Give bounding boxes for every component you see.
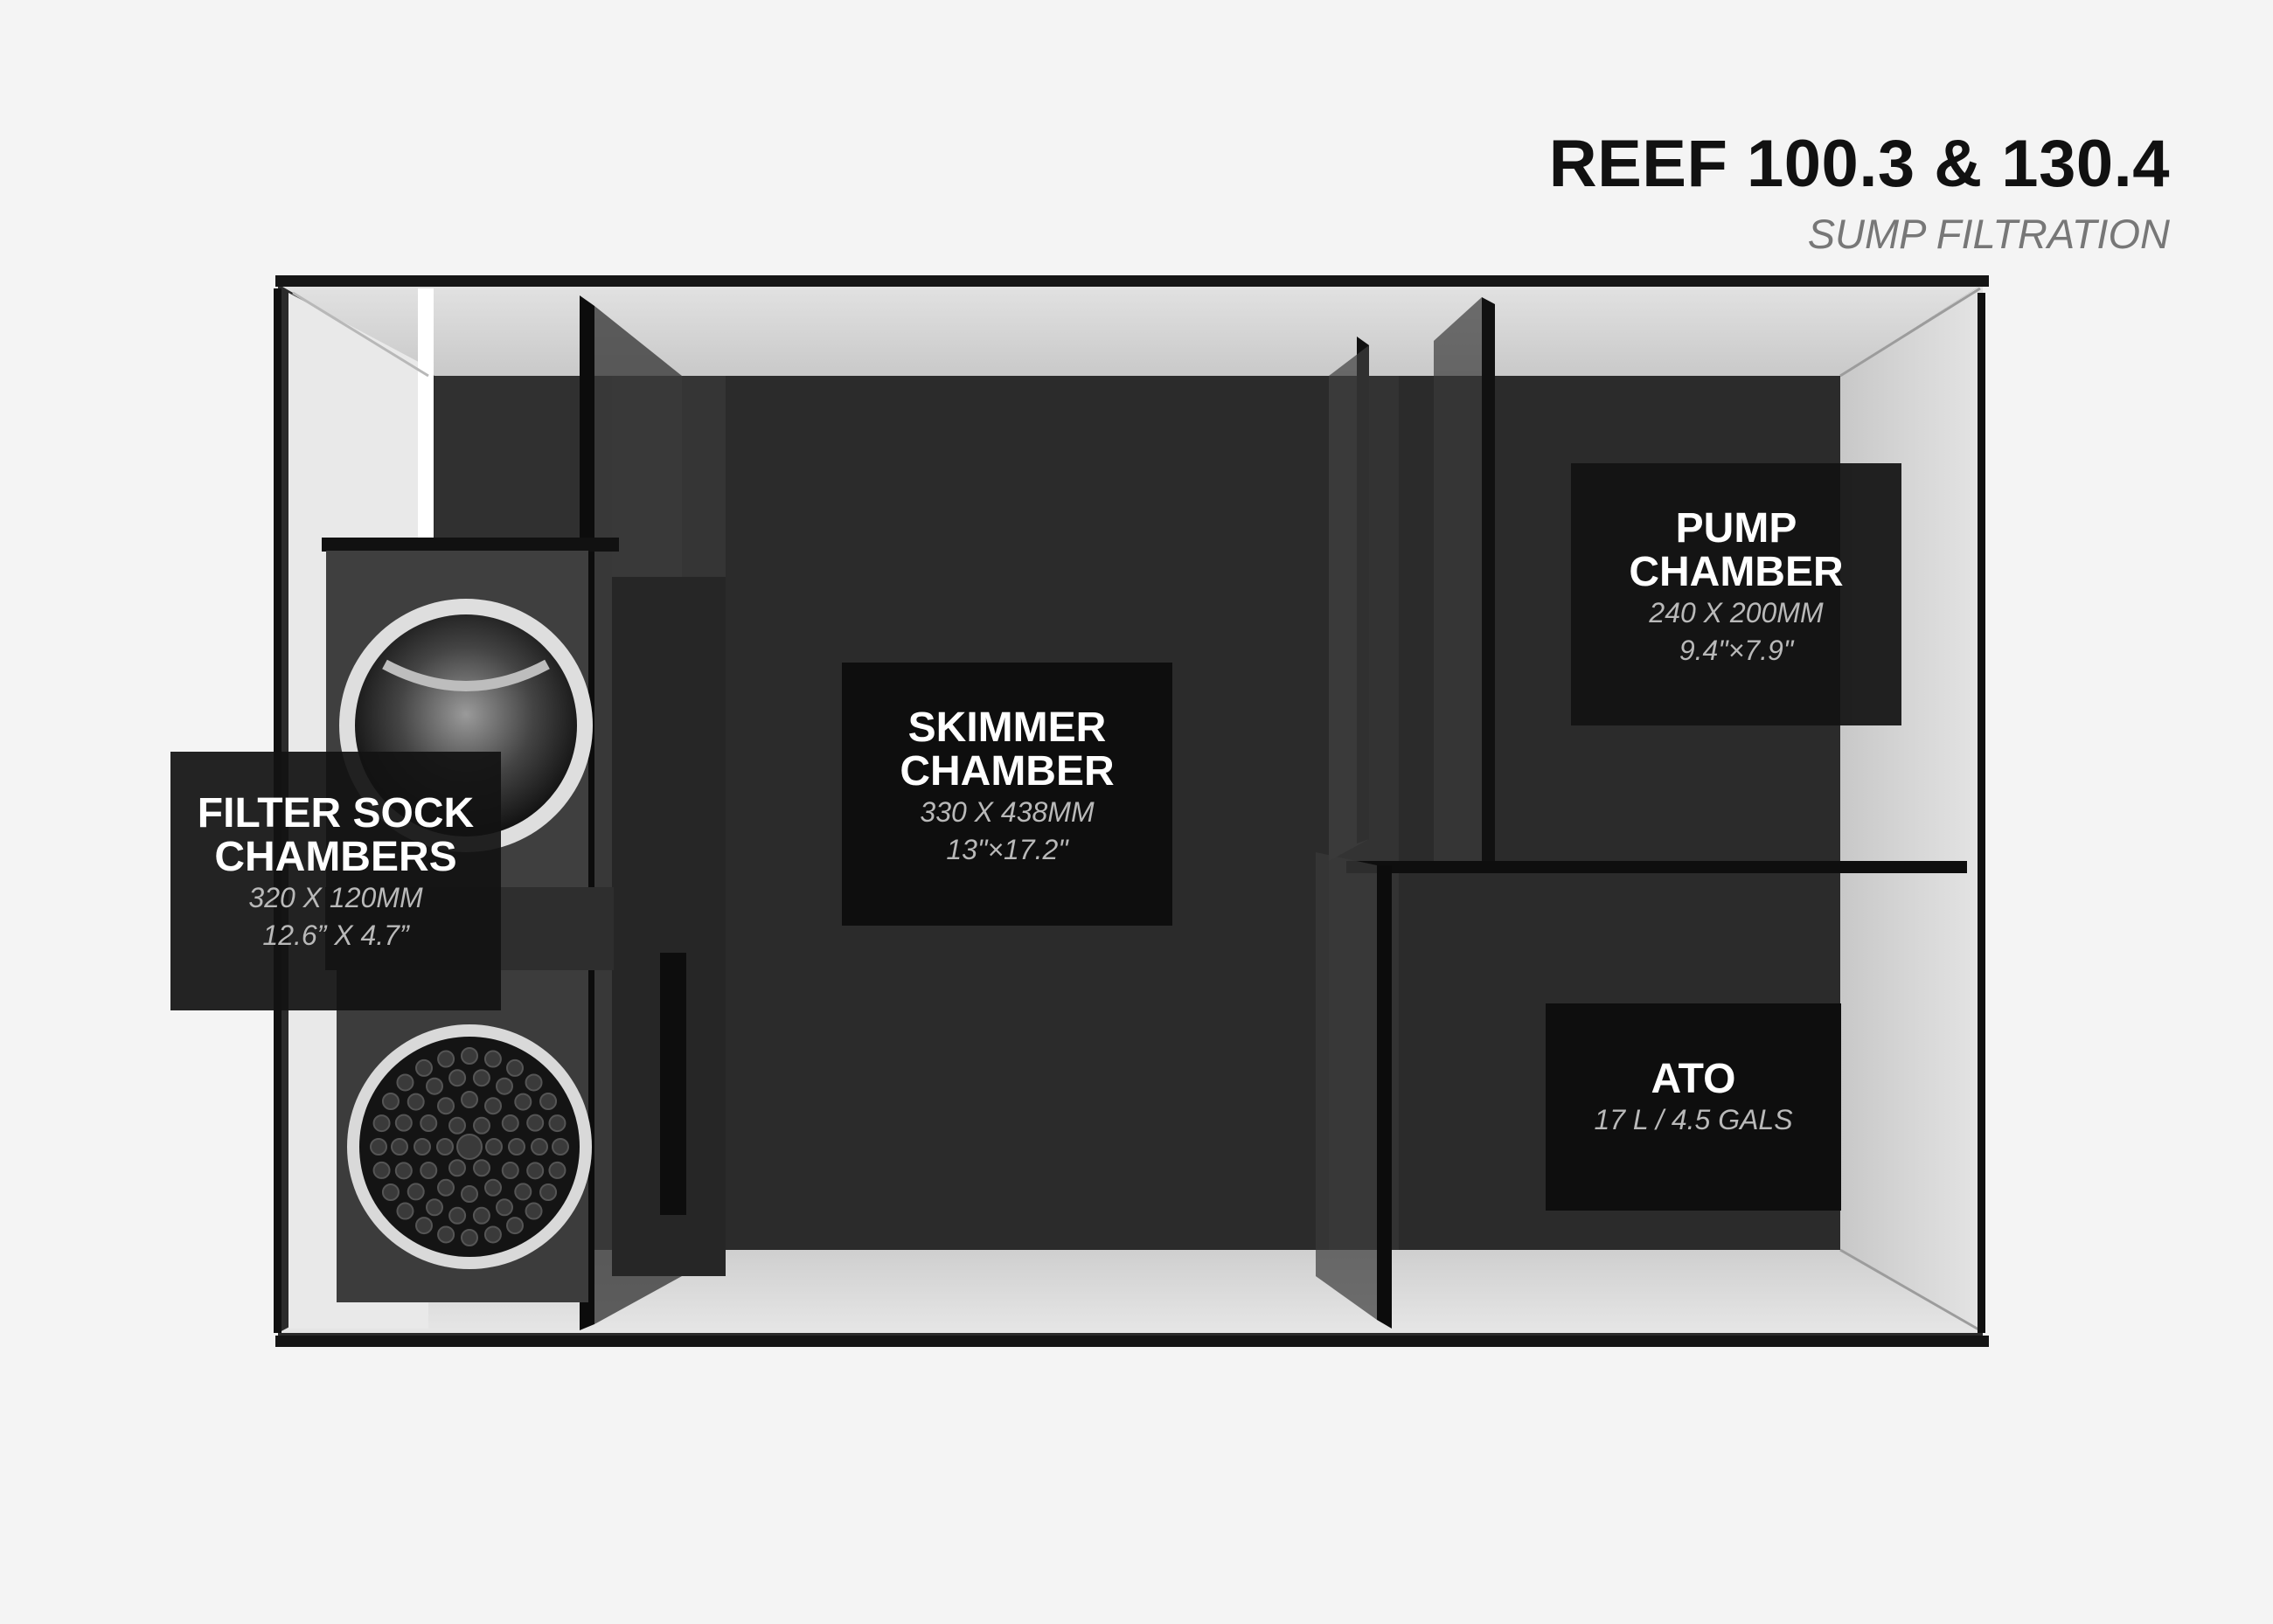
filter-hole <box>506 1058 524 1077</box>
filter-hole <box>496 1198 513 1217</box>
filter-hole <box>501 1114 519 1132</box>
filter-hole <box>461 1047 478 1065</box>
filter-hole <box>506 1217 524 1235</box>
filter-hole <box>496 1077 513 1095</box>
filter-hole <box>370 1138 387 1156</box>
filter-hole <box>396 1202 414 1220</box>
filter-hole <box>461 1229 478 1246</box>
filter-sock-title-2: CHAMBERS <box>214 834 457 880</box>
filter-holes <box>370 1047 569 1246</box>
filter-sock-dim-imperial: 12.6” X 4.7” <box>262 920 409 951</box>
filter-hole <box>436 1138 454 1156</box>
ato-title: ATO <box>1651 1056 1736 1102</box>
filter-hole <box>426 1077 443 1095</box>
ato-capacity: 17 L / 4.5 GALS <box>1594 1104 1793 1135</box>
page-subtitle: SUMP FILTRATION <box>1807 211 2170 257</box>
filter-hole <box>448 1116 466 1135</box>
filter-hole <box>381 1183 400 1201</box>
filter-hole <box>483 1225 502 1244</box>
filter-hole <box>407 1093 425 1111</box>
filter-hole <box>437 1178 455 1197</box>
filter-hole <box>525 1202 543 1220</box>
skimmer-dim-imperial: 13"×17.2" <box>946 834 1068 865</box>
filter-hole <box>508 1138 525 1156</box>
pump-title-2: CHAMBER <box>1629 549 1844 595</box>
filter-hole <box>539 1093 558 1110</box>
skimmer-dim-metric: 330 X 438MM <box>920 796 1095 828</box>
filter-hole <box>484 1178 502 1197</box>
filter-hole <box>381 1093 400 1110</box>
page-title: REEF 100.3 & 130.4 <box>1548 127 2170 201</box>
filter-hole <box>461 1185 478 1203</box>
filter-hole <box>372 1161 391 1179</box>
filter-sock-chambers-label: FILTER SOCK CHAMBERS 320 X 120MM 12.6” X… <box>170 752 501 1010</box>
filter-hole <box>394 1162 413 1180</box>
filter-hole <box>407 1183 425 1201</box>
pump-title-1: PUMP <box>1675 505 1797 552</box>
filter-hole <box>415 1217 433 1235</box>
filter-sock-ring-lower <box>347 1024 592 1269</box>
pump-dim-imperial: 9.4"×7.9" <box>1679 635 1794 666</box>
filter-hole <box>484 1097 502 1115</box>
filter-hole <box>525 1073 543 1092</box>
filter-sock-title-1: FILTER SOCK <box>197 790 475 836</box>
skimmer-title-1: SKIMMER <box>907 704 1107 751</box>
filter-hole <box>473 1159 490 1177</box>
filter-hole <box>531 1138 548 1156</box>
filter-hole <box>414 1138 431 1156</box>
filter-hole <box>539 1183 558 1201</box>
filter-hole <box>420 1162 438 1179</box>
filter-hole <box>437 1097 455 1115</box>
filter-hole <box>514 1183 532 1201</box>
skimmer-chamber-label: SKIMMER CHAMBER 330 X 438MM 13"×17.2" <box>842 663 1172 926</box>
filter-hole <box>501 1162 519 1179</box>
filter-hole <box>548 1161 567 1179</box>
filter-hole <box>391 1138 408 1156</box>
skimmer-title-2: CHAMBER <box>900 748 1115 795</box>
filter-hole <box>526 1114 545 1132</box>
filter-hole <box>548 1114 567 1133</box>
filter-hole <box>514 1093 532 1111</box>
filter-hole <box>448 1159 466 1177</box>
filter-hole <box>394 1114 413 1132</box>
filter-hole <box>485 1138 503 1156</box>
filter-hole <box>437 1225 455 1244</box>
pump-dim-metric: 240 X 200MM <box>1649 597 1824 628</box>
filter-hole <box>420 1114 438 1132</box>
title-block: REEF 100.3 & 130.4 SUMP FILTRATION <box>1548 127 2170 257</box>
filter-hole <box>473 1116 490 1135</box>
filter-hole <box>472 1069 490 1087</box>
filter-hole <box>448 1069 467 1087</box>
filter-hole <box>448 1206 467 1225</box>
filter-hole <box>415 1058 433 1077</box>
filter-hole <box>396 1073 414 1092</box>
filter-hole <box>461 1091 478 1108</box>
ato-label: ATO 17 L / 4.5 GALS <box>1546 1003 1841 1211</box>
filter-hole <box>437 1050 455 1068</box>
filter-hole <box>472 1206 490 1225</box>
filter-sock-dim-metric: 320 X 120MM <box>248 882 423 913</box>
filter-hole <box>526 1162 545 1180</box>
filter-hole <box>456 1134 483 1160</box>
filter-hole <box>552 1138 569 1156</box>
filter-hole <box>426 1198 443 1217</box>
filter-hole <box>372 1114 391 1133</box>
pump-chamber-label: PUMP CHAMBER 240 X 200MM 9.4"×7.9" <box>1571 463 1901 725</box>
filter-hole <box>483 1050 502 1068</box>
